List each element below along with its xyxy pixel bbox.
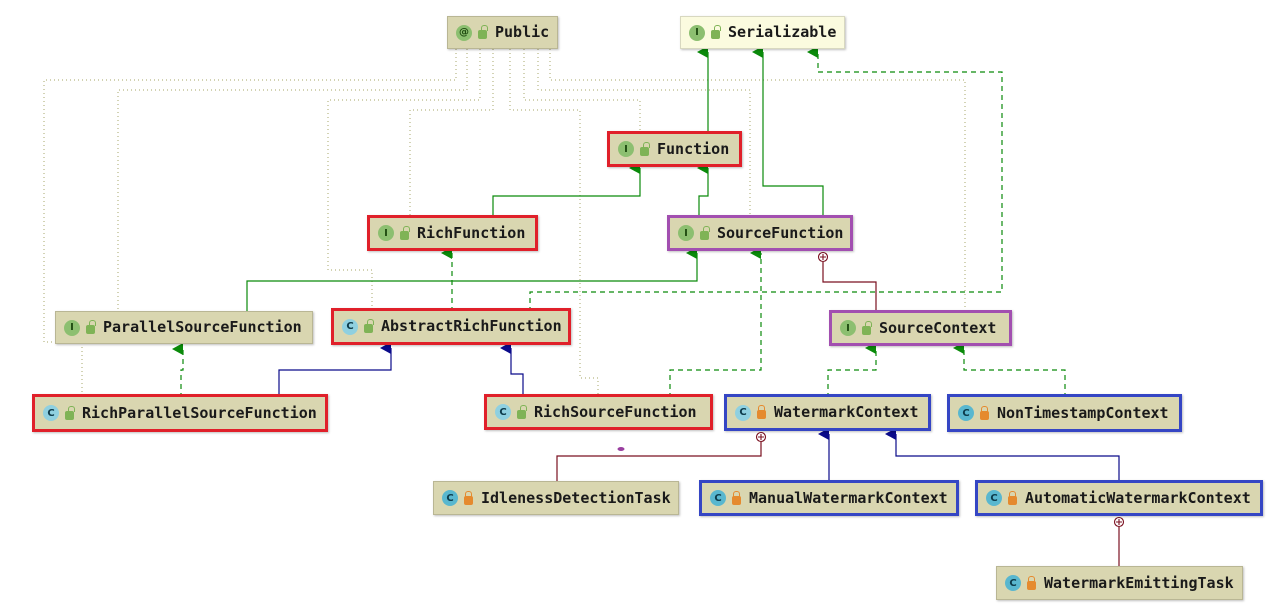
interface-implementation-lines	[172, 46, 1066, 398]
node-label: Serializable	[728, 23, 837, 41]
node-function[interactable]: I Function	[607, 131, 742, 167]
node-automaticwatermarkcontext[interactable]: C AutomaticWatermarkContext	[975, 480, 1263, 516]
node-label: WatermarkContext	[774, 403, 919, 421]
class-icon: C	[986, 490, 1002, 506]
class-icon: C	[958, 405, 974, 421]
node-label: RichParallelSourceFunction	[82, 403, 317, 422]
node-serializable[interactable]: I Serializable	[680, 16, 845, 49]
node-richfunction[interactable]: I RichFunction	[367, 215, 538, 251]
node-label: WatermarkEmittingTask	[1044, 573, 1234, 592]
abstract-class-icon: C	[735, 404, 751, 421]
interface-icon: I	[840, 320, 856, 336]
open-lock-icon	[400, 225, 410, 240]
abstract-class-icon: C	[43, 405, 59, 421]
class-icon: C	[442, 490, 458, 506]
inner-class-lines	[556, 262, 1120, 568]
node-richsourcefunction[interactable]: C RichSourceFunction	[484, 394, 713, 430]
node-manualwatermarkcontext[interactable]: C ManualWatermarkContext	[699, 480, 959, 516]
node-label: IdlenessDetectionTask	[481, 488, 671, 507]
closed-lock-icon	[980, 405, 989, 420]
interface-icon: I	[378, 225, 394, 241]
node-label: SourceFunction	[717, 223, 844, 242]
node-label: SourceContext	[879, 318, 997, 337]
node-label: AbstractRichFunction	[381, 317, 562, 335]
open-lock-icon	[65, 405, 75, 420]
node-label: RichFunction	[417, 223, 526, 242]
open-lock-icon	[517, 404, 527, 419]
closed-lock-icon	[464, 490, 473, 505]
annotation-icon: @	[456, 24, 472, 41]
node-label: RichSourceFunction	[534, 402, 697, 421]
node-abstractrichfunction[interactable]: C AbstractRichFunction	[331, 308, 571, 345]
edge-dot-marker	[617, 447, 625, 451]
class-icon: C	[1005, 575, 1021, 591]
node-label: ParallelSourceFunction	[103, 318, 302, 336]
node-nontimestampcontext[interactable]: C NonTimestampContext	[947, 394, 1182, 432]
node-idlenessdetectiontask[interactable]: C IdlenessDetectionTask	[433, 481, 679, 515]
class-inheritance-lines	[278, 342, 1120, 483]
node-parallelsourcefunction[interactable]: I ParallelSourceFunction	[55, 311, 313, 344]
closed-lock-icon	[1027, 575, 1036, 590]
open-lock-icon	[700, 225, 710, 240]
abstract-class-icon: C	[342, 318, 358, 335]
abstract-class-icon: C	[495, 404, 511, 420]
node-watermarkemittingtask[interactable]: C WatermarkEmittingTask	[996, 566, 1243, 600]
node-label: NonTimestampContext	[997, 403, 1169, 422]
open-lock-icon	[862, 320, 872, 335]
node-sourcecontext[interactable]: I SourceContext	[829, 310, 1012, 346]
interface-inheritance-lines	[246, 46, 824, 312]
inner-class-markers	[755, 251, 1125, 528]
node-sourcefunction[interactable]: I SourceFunction	[667, 215, 853, 251]
open-lock-icon	[711, 25, 721, 39]
class-icon: C	[710, 490, 726, 506]
closed-lock-icon	[732, 490, 741, 505]
node-public[interactable]: @ Public	[447, 16, 558, 49]
open-lock-icon	[478, 25, 488, 39]
open-lock-icon	[86, 320, 96, 334]
interface-icon: I	[678, 225, 694, 241]
annotation-usage-lines	[43, 49, 966, 398]
node-watermarkcontext[interactable]: C WatermarkContext	[724, 394, 931, 431]
closed-lock-icon	[757, 405, 766, 419]
open-lock-icon	[364, 319, 374, 333]
node-label: Function	[657, 139, 730, 158]
node-label: ManualWatermarkContext	[749, 488, 948, 507]
node-label: AutomaticWatermarkContext	[1025, 488, 1251, 507]
node-label: Public	[495, 23, 550, 41]
node-richparallelsourcefunction[interactable]: C RichParallelSourceFunction	[32, 394, 328, 432]
interface-icon: I	[64, 319, 80, 336]
interface-icon: I	[689, 24, 705, 41]
open-lock-icon	[640, 141, 650, 156]
interface-icon: I	[618, 141, 634, 157]
closed-lock-icon	[1008, 490, 1017, 505]
